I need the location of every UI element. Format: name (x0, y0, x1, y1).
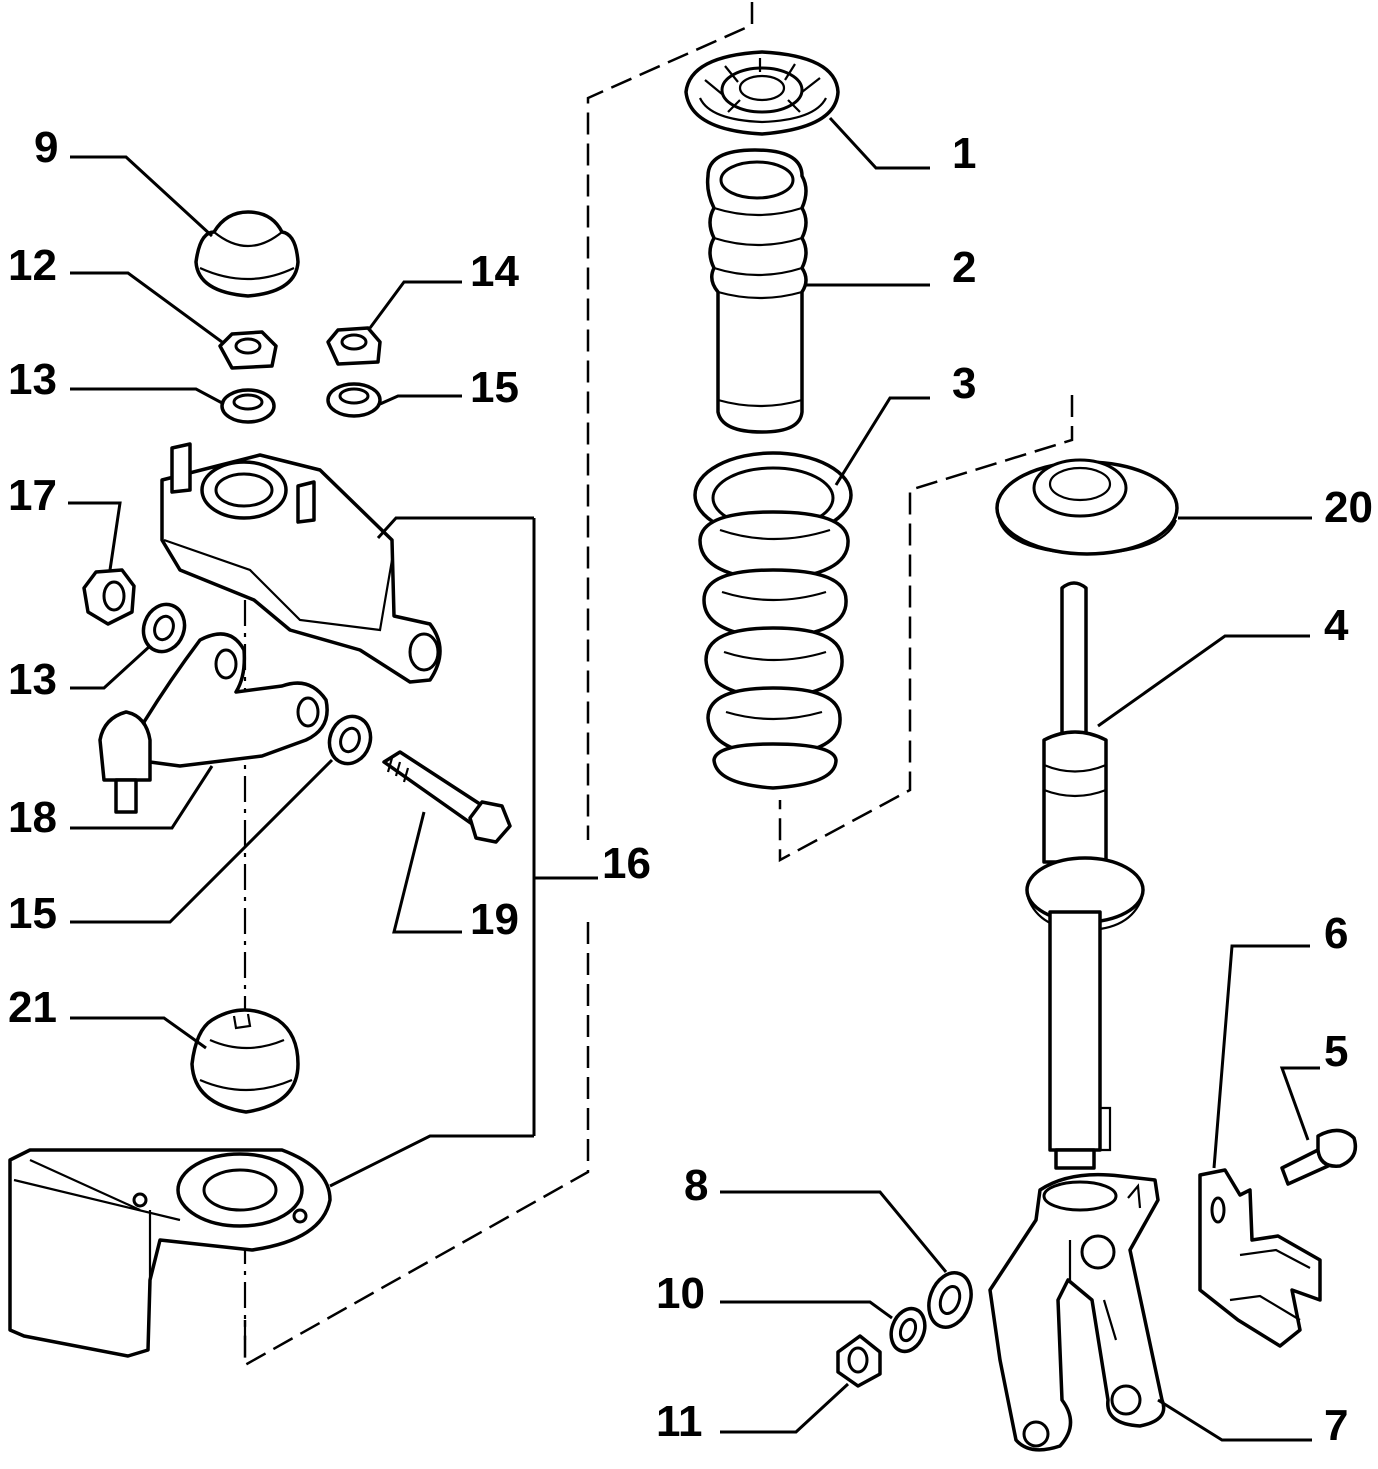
part-19-bolt (382, 750, 512, 844)
part-12-nut (218, 330, 278, 370)
label-7: 7 (1324, 1401, 1348, 1450)
part-18-control-arm (98, 632, 329, 814)
label-18: 18 (8, 793, 57, 842)
part-10-lock-washer (889, 1306, 927, 1354)
label-10: 10 (656, 1269, 705, 1318)
leader-lines (68, 116, 1320, 1442)
label-16: 16 (602, 839, 651, 888)
part-9-cap (194, 210, 300, 298)
label-19: 19 (470, 895, 519, 944)
label-8: 8 (684, 1161, 708, 1210)
part-8-washer (927, 1271, 973, 1329)
group-bracket-3 (778, 395, 1074, 863)
part-labels: 1 2 3 4 5 6 7 8 10 11 9 12 13 14 15 16 1… (8, 123, 1373, 1450)
part-20-spring-seat (995, 458, 1179, 556)
lower-mount-bracket (8, 1148, 332, 1358)
part-2-dust-boot (705, 148, 808, 434)
part-6-bracket (1198, 1168, 1322, 1348)
part-13-washer-lower (141, 602, 187, 654)
label-17: 17 (8, 471, 57, 520)
label-11: 11 (656, 1397, 703, 1446)
label-6: 6 (1324, 909, 1348, 958)
part-7-steering-knuckle (988, 1172, 1166, 1452)
part-13-washer-top (220, 388, 276, 424)
part-4-shock-absorber (1025, 581, 1145, 1170)
label-20: 20 (1324, 483, 1373, 532)
upper-mount (160, 442, 442, 684)
label-13-lower: 13 (8, 655, 57, 704)
label-9: 9 (34, 123, 58, 172)
part-1-spring-pad (684, 50, 840, 136)
part-21-bushing (190, 1008, 300, 1114)
part-17-nut (82, 568, 136, 626)
label-21: 21 (8, 983, 57, 1032)
part-3-coil-spring (693, 451, 853, 790)
label-12: 12 (8, 241, 57, 290)
part-5-bolt (1280, 1128, 1358, 1186)
label-2: 2 (952, 243, 976, 292)
label-14: 14 (470, 247, 519, 296)
part-15-washer-lower (327, 714, 373, 766)
label-1: 1 (952, 129, 976, 178)
label-4: 4 (1324, 601, 1349, 650)
label-15-top: 15 (470, 363, 519, 412)
part-11-nut (836, 1334, 882, 1388)
part-14-nut (326, 326, 382, 366)
part-15-washer-top (326, 382, 382, 418)
label-3: 3 (952, 359, 976, 408)
label-5: 5 (1324, 1027, 1348, 1076)
label-13-top: 13 (8, 355, 57, 404)
label-15-lower: 15 (8, 889, 57, 938)
group-bracket-16 (243, 2, 754, 1368)
